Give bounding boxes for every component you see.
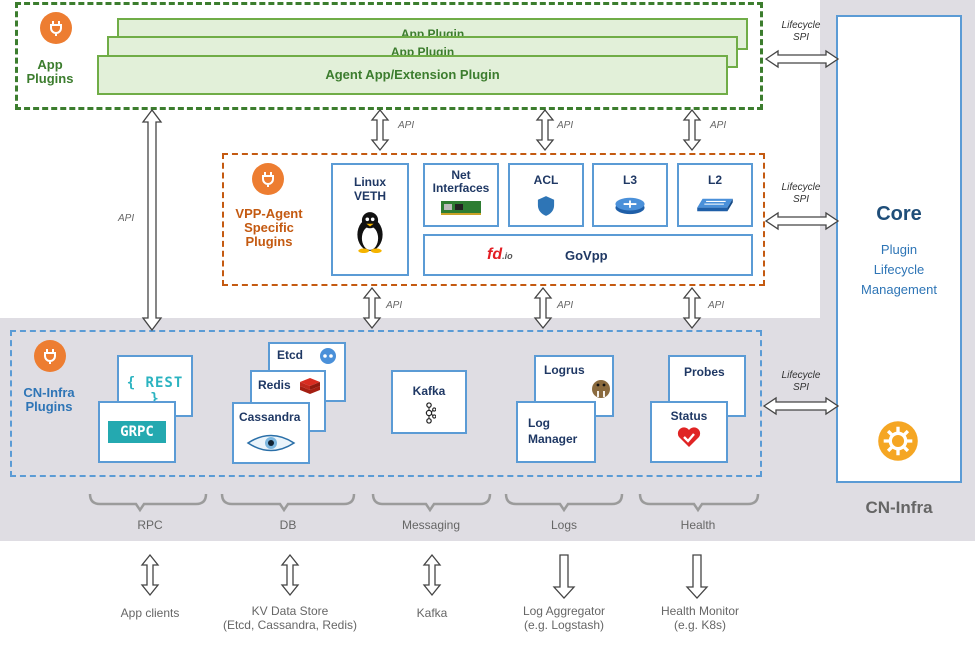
etcd-icon: [320, 348, 336, 364]
plug-icon: [44, 349, 56, 364]
l3-plugin[interactable]: L3: [592, 163, 668, 227]
ext-health-monitor: Health Monitor(e.g. K8s): [660, 604, 740, 632]
lifecycle-arrow-2: [764, 211, 840, 231]
api-arrow-long: [141, 108, 163, 332]
category-messaging: Messaging: [401, 518, 461, 532]
network-card-icon: [441, 201, 481, 215]
ext-kv-data-store: KV Data Store(Etcd, Cassandra, Redis): [222, 604, 358, 632]
api-label-6: API: [708, 300, 725, 311]
api-label-long: API: [118, 213, 135, 224]
cn-infra-label: CN-Infra: [865, 498, 933, 517]
kafka-plugin[interactable]: Kafka: [391, 370, 467, 434]
category-brackets: [88, 493, 760, 513]
router-icon: [615, 197, 645, 215]
api-arrow-5: [534, 287, 552, 329]
app-plugins-group: [15, 2, 763, 110]
api-label-4: API: [386, 300, 403, 311]
api-label-3: API: [710, 120, 727, 131]
category-logs: Logs: [550, 518, 578, 532]
category-db: DB: [279, 518, 297, 532]
api-label-2: API: [557, 120, 574, 131]
gear-icon: [878, 421, 918, 461]
app-plugin-bar-front[interactable]: Agent App/Extension Plugin: [97, 55, 728, 95]
lifecycle-arrow-3: [762, 396, 840, 416]
heart-check-icon: [677, 427, 701, 447]
plug-icon: [50, 21, 62, 36]
switch-icon: [697, 198, 733, 212]
cassandra-plugin[interactable]: Cassandra: [232, 402, 310, 464]
api-arrow-6: [683, 287, 701, 329]
govpp-plugin[interactable]: fd.io GoVpp: [423, 234, 753, 276]
lifecycle-arrow-1: [764, 49, 840, 69]
shield-icon: [537, 196, 555, 216]
status-plugin[interactable]: Status: [650, 401, 728, 463]
core-title: Core: [876, 203, 922, 225]
app-plugins-icon: [40, 12, 72, 44]
ext-kafka: Kafka: [416, 606, 448, 620]
db-ext-arrow: [281, 554, 299, 596]
vpp-agent-plugins-group: [222, 153, 765, 286]
cn-infra-plugins-icon: [34, 340, 66, 372]
grpc-plugin[interactable]: GRPC: [98, 401, 176, 463]
plug-icon: [262, 172, 274, 187]
health-ext-arrow: [685, 554, 709, 599]
api-label-5: API: [557, 300, 574, 311]
logs-ext-arrow: [552, 554, 576, 599]
l2-plugin[interactable]: L2: [677, 163, 753, 227]
api-label-1: API: [398, 120, 415, 131]
cn-infra-plugins-group: [10, 330, 762, 477]
cassandra-eye-icon: [246, 434, 296, 452]
api-arrow-2: [536, 109, 554, 151]
kafka-icon: [425, 402, 437, 424]
tux-penguin-icon: [357, 212, 383, 254]
ext-log-aggregator: Log Aggregator(e.g. Logstash): [522, 604, 606, 632]
acl-plugin[interactable]: ACL: [508, 163, 584, 227]
category-health: Health: [680, 518, 716, 532]
messaging-ext-arrow: [423, 554, 441, 596]
category-rpc: RPC: [137, 518, 163, 532]
ext-app-clients: App clients: [120, 606, 180, 620]
rpc-ext-arrow: [141, 554, 159, 596]
fdio-logo: fd.io: [487, 246, 513, 263]
api-arrow-1: [371, 109, 389, 151]
vpp-plugins-icon: [252, 163, 284, 195]
logrus-walrus-icon: [592, 380, 610, 398]
api-arrow-4: [363, 287, 381, 329]
api-arrow-3: [683, 109, 701, 151]
redis-icon: [300, 378, 320, 394]
